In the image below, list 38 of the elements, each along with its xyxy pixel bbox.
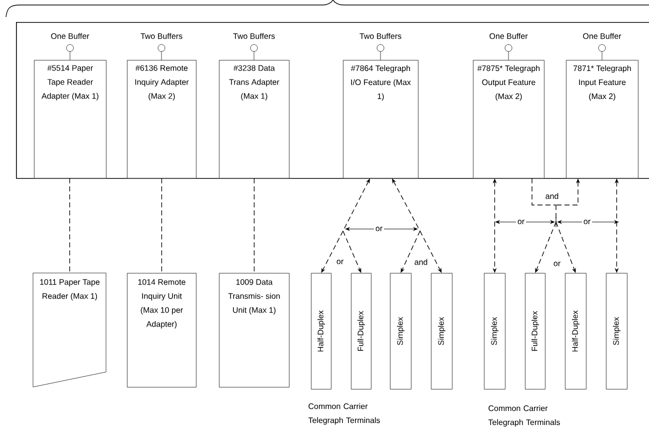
adapter-box: #3238 Data Trans Adapter (Max 1) xyxy=(219,60,290,178)
adapter-box: #7864 Telegraph I/O Feature (Max 1) xyxy=(343,60,418,178)
terminal-box: Half-Duplex xyxy=(311,273,332,390)
choice-label: or xyxy=(552,260,562,268)
adapter-box: #5514 Paper Tape Reader Adapter (Max 1) xyxy=(34,60,106,178)
buffer-label: Two Buffers xyxy=(360,33,402,39)
group-caption: Common Carrier Telegraph Terminals xyxy=(488,405,560,427)
connector xyxy=(69,178,70,274)
device-box: 1014 Remote Inquiry Unit (Max 10 per Adapter) xyxy=(127,273,196,388)
card-device-box: 1011 Paper Tape Reader (Max 1) xyxy=(32,272,106,388)
connector xyxy=(420,230,442,273)
adapter-box: 7871* Telegraph Input Feature (Max 2) xyxy=(566,60,638,178)
device-box: 1009 Data Transmis- sion Unit (Max 1) xyxy=(219,273,290,388)
choice-label: or xyxy=(582,218,592,226)
group-caption: Common Carrier Telegraph Terminals xyxy=(308,403,380,425)
terminal-box: Full-Duplex xyxy=(525,273,546,390)
buffer-label: One Buffer xyxy=(51,33,90,39)
choice-label: or xyxy=(516,218,526,226)
terminal-box: Simplex xyxy=(390,273,412,390)
connector xyxy=(254,178,255,274)
choice-label: or xyxy=(334,258,346,266)
connector xyxy=(532,178,556,206)
buffer-label: Two Buffers xyxy=(233,33,275,39)
choice-label: or xyxy=(374,225,384,233)
buffer-label: One Buffer xyxy=(490,33,528,39)
terminal-box: Full-Duplex xyxy=(351,273,372,390)
buffer-label: One Buffer xyxy=(583,33,622,39)
adapter-box: #7875* Telegraph Output Feature (Max 2) xyxy=(473,60,544,178)
adapter-box: #6136 Remote Inquiry Adapter (Max 2) xyxy=(127,60,196,178)
choice-label: and xyxy=(412,258,430,266)
connector xyxy=(161,178,162,274)
terminal-box: Simplex xyxy=(484,273,506,390)
buffer-label: Two Buffers xyxy=(140,33,182,39)
terminal-box: Simplex xyxy=(606,273,628,390)
choice-label: and xyxy=(544,192,560,200)
terminal-box: Simplex xyxy=(431,273,452,390)
connector xyxy=(321,230,344,273)
terminal-box: Half-Duplex xyxy=(565,273,586,390)
